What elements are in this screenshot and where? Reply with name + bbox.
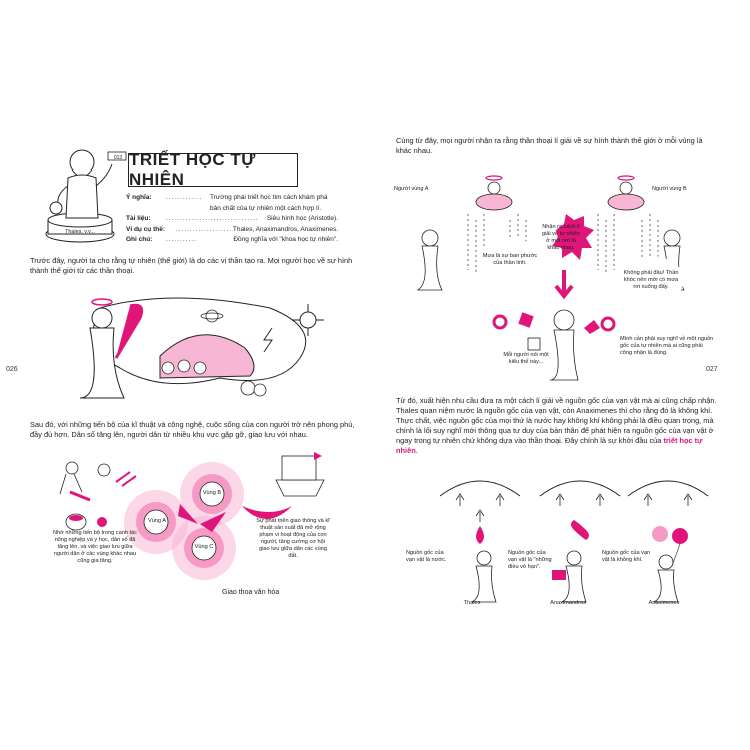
thales-quote: Nguồn gốc của vạn vật là nước. (406, 550, 447, 563)
info-row: Tài liệu: ..............................… (126, 214, 338, 225)
mythology-illustration (79, 297, 324, 399)
info-value: Đồng nghĩa với "khoa học tự nhiên". (233, 236, 338, 243)
middle-text: Từ đó, xuất hiện nhu cầu đưa ra một cách… (396, 396, 717, 445)
info-table: Ý nghĩa: ............. Trường phái triết… (126, 193, 338, 246)
region-a-label: Vùng B (202, 490, 222, 496)
culture-exchange-illustration (59, 452, 325, 580)
each-person-text: Mỗi người nói một kiểu thế này... (503, 352, 549, 365)
person-a-label: Người vùng A (394, 186, 429, 192)
middle-paragraph-right: Từ đó, xuất hiện nhu cầu đưa ra một cách… (396, 396, 722, 456)
intro-paragraph: Trước đây, người ta cho rằng tự nhiên (t… (30, 256, 353, 275)
anaximenes-quote: Nguồn gốc của vạn vật là không khí. (602, 550, 651, 563)
farming-caption: Nhờ những tiến bộ trong canh tác nông ng… (53, 530, 137, 564)
think-self-text: Mình cần phải suy nghĩ về một nguồn gốc … (620, 336, 714, 356)
info-value: Siêu hình học (Aristotle). (266, 215, 338, 222)
anaximandros-name: Anaximandros (550, 600, 586, 606)
anaximandros-quote: Nguồn gốc của vạn vật là "những điều vô … (508, 550, 552, 570)
transport-caption: Sự phát triển giao thông và kĩ thuật sản… (256, 518, 330, 559)
realize-text: Nhận ra cách lí giải về tự nhiên ở mỗi n… (541, 224, 581, 251)
info-value: Thales, Anaximandros, Anaximenes. (232, 225, 338, 233)
middle-paragraph: Sau đó, với những tiến bộ của kĩ thuật v… (30, 420, 355, 439)
thales-name: Thales (463, 600, 481, 606)
page-title: TRIẾT HỌC TỰ NHIÊN (128, 150, 298, 189)
info-key: Ví dụ cụ thể: (126, 225, 165, 233)
info-key: Ý nghĩa: (126, 194, 152, 201)
culture-label: Giao thoa văn hóa (222, 589, 280, 596)
page-number-right: 027 (706, 366, 718, 373)
left-page: 013 Thales, v.v... TRIẾT HỌC TỰ NHIÊN Ý … (6, 130, 370, 620)
figure-tag: 013 (113, 155, 123, 161)
info-row: Ghi chú: ........... Đồng nghĩa với "kho… (126, 235, 338, 246)
info-row: Ví dụ cụ thể: ....................... Th… (126, 225, 338, 236)
info-value: Trường phái triết học tìm cách khám phá … (210, 194, 328, 212)
rain-b-bubble: Không phải đâu! Thần khóc nên mới có mưa… (618, 256, 684, 304)
thales-statue-illustration (45, 149, 127, 243)
person-b-label: Người vùng B (652, 186, 687, 192)
thinking-person-illustration (492, 309, 616, 381)
region-c-label: Vùng A (147, 518, 167, 524)
rain-a-bubble: Mưa là sự ban phước của thần linh. (480, 238, 540, 282)
info-row: Ý nghĩa: ............. Trường phái triết… (126, 193, 338, 214)
intro-paragraph-right: Cùng từ đây, mọi người nhận ra rằng thần… (396, 136, 703, 155)
info-key: Tài liệu: (126, 215, 151, 222)
end-mark: . (415, 446, 418, 455)
right-page: Cùng từ đây, mọi người nhận ra rằng thần… (390, 130, 730, 620)
region-b-label: Vùng C (194, 544, 214, 550)
philosophers-illustration (439, 480, 709, 603)
highlight-text: triết học tự nhiên (396, 436, 703, 455)
figure-label: Thales, v.v... (65, 229, 95, 235)
page-number-left: 026 (6, 366, 18, 373)
info-key: Ghi chú: (126, 236, 153, 243)
anaximenes-name: Anaximenes (648, 600, 680, 606)
